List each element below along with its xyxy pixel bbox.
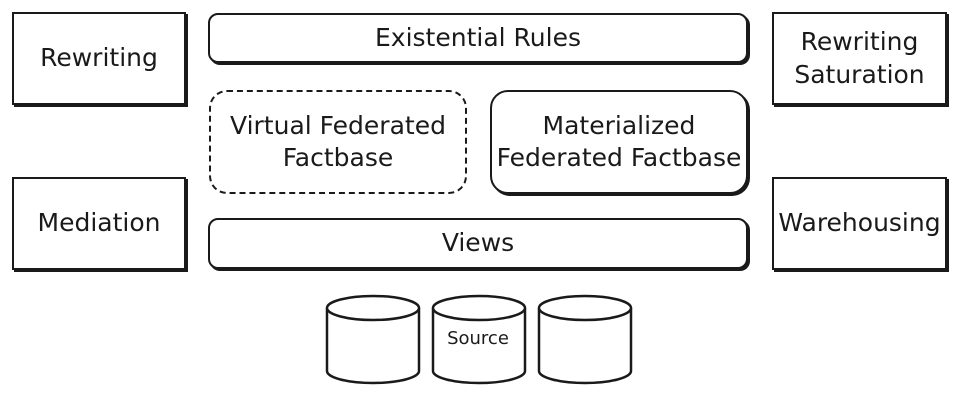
- warehousing-box: Warehousing: [772, 177, 947, 270]
- views-box: Views: [208, 218, 748, 269]
- database-cylinder-icon: [431, 294, 527, 385]
- warehousing-label: Warehousing: [778, 208, 941, 238]
- rewriting-label: Rewriting: [40, 43, 158, 73]
- mediation-box: Mediation: [12, 177, 186, 270]
- rewriting-saturation-box: Rewriting Saturation: [772, 12, 947, 105]
- mediation-label: Mediation: [37, 208, 161, 238]
- virtual-federated-factbase-label: Virtual Federated Factbase: [230, 110, 446, 173]
- existential-rules-box: Existential Rules: [208, 13, 748, 63]
- materialized-federated-factbase-box: Materialized Federated Factbase: [490, 90, 748, 194]
- rewriting-box: Rewriting: [12, 12, 186, 105]
- database-cylinder-icon: [325, 294, 421, 385]
- rewriting-saturation-label: Rewriting Saturation: [794, 27, 925, 89]
- materialized-federated-factbase-label: Materialized Federated Factbase: [496, 110, 742, 173]
- source-label: Source: [447, 328, 509, 349]
- virtual-federated-factbase-box: Virtual Federated Factbase: [209, 90, 467, 194]
- views-label: Views: [441, 228, 515, 258]
- existential-rules-label: Existential Rules: [375, 22, 581, 52]
- database-cylinder-icon: [537, 294, 633, 385]
